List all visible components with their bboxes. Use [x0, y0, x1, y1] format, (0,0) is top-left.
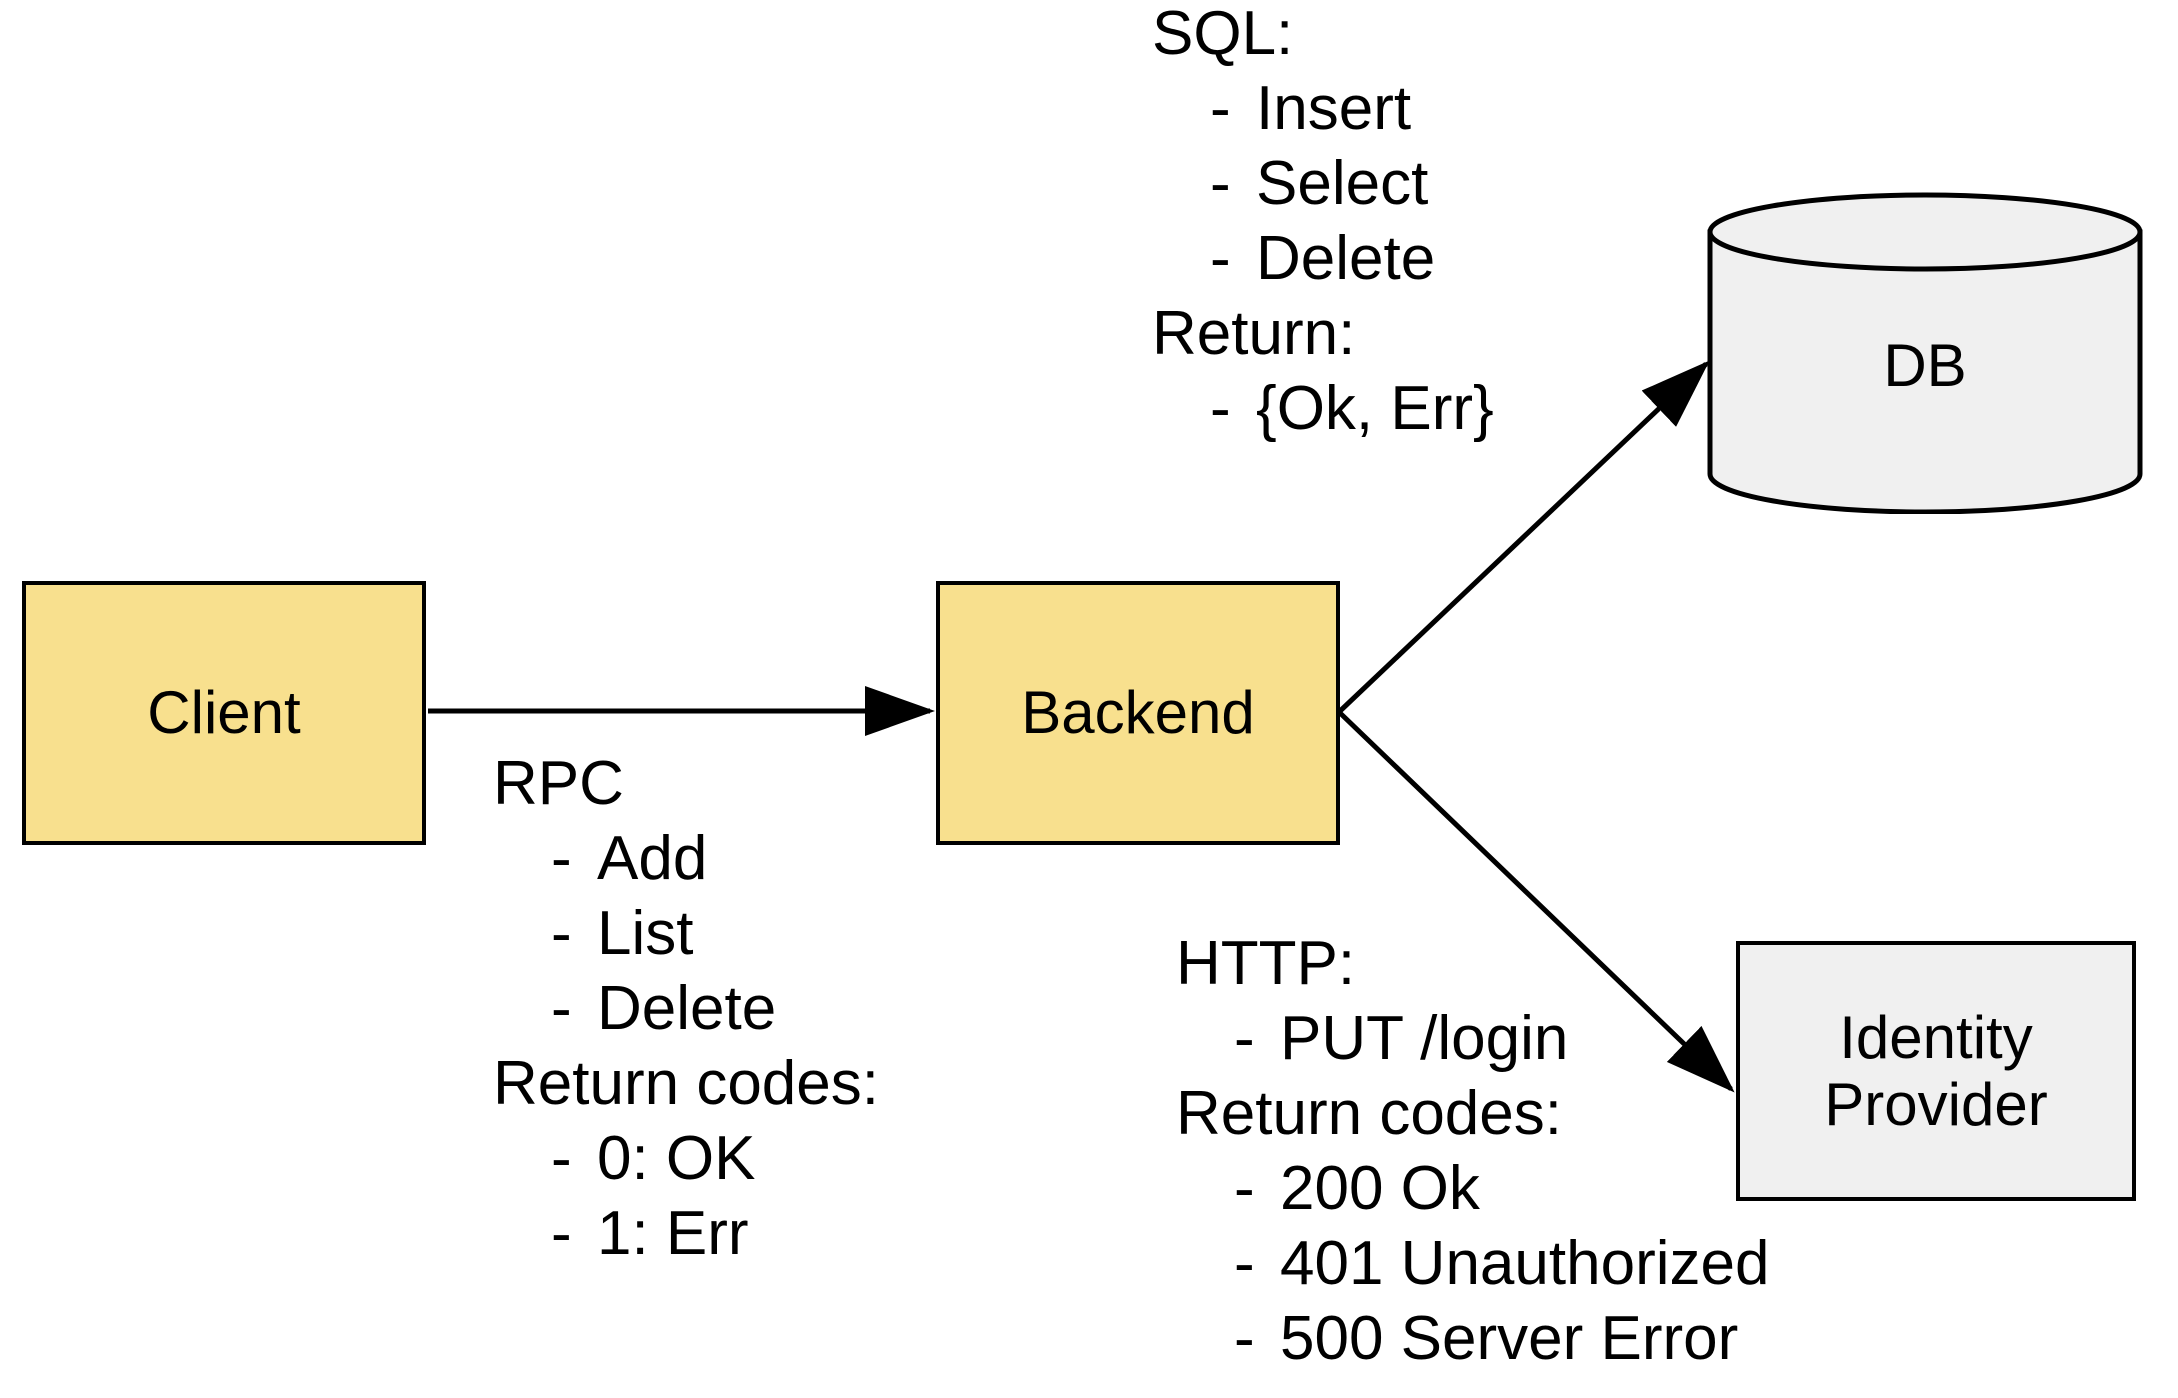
- bullet-dash-icon: -: [551, 974, 572, 1043]
- annotation-sql-return-item-text: {Ok, Err}: [1256, 374, 1494, 443]
- annotation-rpc-return-item: -1: Err: [493, 1196, 879, 1271]
- node-identity-provider-label-line2: Provider: [1824, 1071, 2048, 1138]
- node-identity-provider-label: Identity Provider: [1824, 1004, 2047, 1138]
- node-client-label: Client: [147, 679, 301, 747]
- bullet-dash-icon: -: [551, 899, 572, 968]
- annotation-sql-item: -Select: [1152, 146, 1494, 221]
- node-identity-provider[interactable]: Identity Provider: [1736, 941, 2136, 1201]
- bullet-dash-icon: -: [1210, 74, 1231, 143]
- edge-backend-to-identity-provider: [1337, 710, 1735, 1093]
- node-db-label: DB: [1883, 331, 1967, 399]
- annotation-sql-item: -Delete: [1152, 221, 1494, 296]
- annotation-rpc-item: -Add: [493, 821, 879, 896]
- annotation-http: HTTP: -PUT /login Return codes: -200 Ok …: [1176, 926, 1769, 1376]
- annotation-http-return-item-text: 401 Unauthorized: [1280, 1229, 1770, 1298]
- annotation-http-return-item: -500 Server Error: [1176, 1301, 1769, 1376]
- annotation-rpc-item: -Delete: [493, 971, 879, 1046]
- annotation-rpc-header: RPC: [493, 749, 624, 818]
- annotation-rpc-item: -List: [493, 896, 879, 971]
- annotation-rpc-item-text: List: [597, 899, 694, 968]
- bullet-dash-icon: -: [1234, 1304, 1255, 1373]
- annotation-sql-item-text: Delete: [1256, 224, 1436, 293]
- annotation-http-header: HTTP:: [1176, 929, 1356, 998]
- bullet-dash-icon: -: [1210, 149, 1231, 218]
- annotation-http-return-item: -200 Ok: [1176, 1151, 1769, 1226]
- bullet-dash-icon: -: [1210, 224, 1231, 293]
- node-identity-provider-label-line1: Identity: [1839, 1003, 2033, 1071]
- cylinder-shape: [1707, 192, 2143, 515]
- bullet-dash-icon: -: [551, 824, 572, 893]
- annotation-http-item-text: PUT /login: [1280, 1004, 1569, 1073]
- bullet-dash-icon: -: [1234, 1154, 1255, 1223]
- annotation-http-return-item-text: 500 Server Error: [1280, 1304, 1739, 1373]
- annotation-sql-return-header: Return:: [1152, 299, 1356, 368]
- annotation-rpc-return-item-text: 0: OK: [597, 1124, 756, 1193]
- bullet-dash-icon: -: [551, 1124, 572, 1193]
- annotation-rpc-item-text: Delete: [597, 974, 777, 1043]
- annotation-sql-item: -Insert: [1152, 71, 1494, 146]
- node-backend-label: Backend: [1021, 679, 1255, 747]
- bullet-dash-icon: -: [551, 1199, 572, 1268]
- annotation-rpc-return-item: -0: OK: [493, 1121, 879, 1196]
- bullet-dash-icon: -: [1210, 374, 1231, 443]
- annotation-rpc: RPC -Add -List -Delete Return codes: -0:…: [493, 746, 879, 1271]
- annotation-sql-return-item: -{Ok, Err}: [1152, 371, 1494, 446]
- annotation-sql-header: SQL:: [1152, 0, 1294, 68]
- node-client[interactable]: Client: [22, 581, 426, 845]
- annotation-rpc-item-text: Add: [597, 824, 708, 893]
- edge-backend-to-db: [1337, 360, 1710, 714]
- annotation-http-return-item: -401 Unauthorized: [1176, 1226, 1769, 1301]
- annotation-rpc-return-header: Return codes:: [493, 1049, 879, 1118]
- bullet-dash-icon: -: [1234, 1229, 1255, 1298]
- node-backend[interactable]: Backend: [936, 581, 1340, 845]
- node-db[interactable]: DB: [1707, 192, 2143, 515]
- annotation-sql-item-text: Insert: [1256, 74, 1412, 143]
- bullet-dash-icon: -: [1234, 1004, 1255, 1073]
- annotation-http-item: -PUT /login: [1176, 1001, 1769, 1076]
- annotation-sql-item-text: Select: [1256, 149, 1429, 218]
- annotation-sql: SQL: -Insert -Select -Delete Return: -{O…: [1152, 0, 1494, 446]
- annotation-http-return-item-text: 200 Ok: [1280, 1154, 1480, 1223]
- annotation-http-return-header: Return codes:: [1176, 1079, 1562, 1148]
- annotation-rpc-return-item-text: 1: Err: [597, 1199, 749, 1268]
